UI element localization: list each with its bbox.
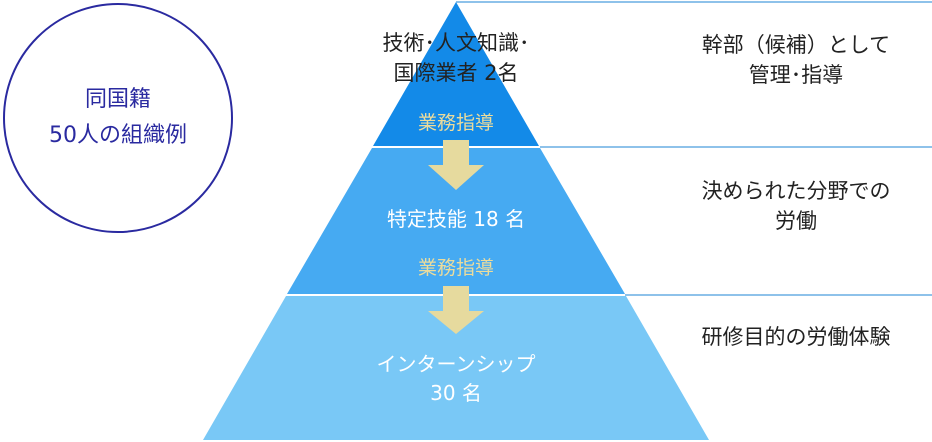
tier3-label: インターンシップ 30 名: [316, 350, 596, 408]
tier2-description: 決められた分野での 労働: [660, 176, 932, 236]
tier1-description: 幹部（候補）として 管理･指導: [660, 30, 932, 90]
circle-label: 同国籍 50人の組織例: [18, 82, 218, 154]
tier1-arrow-label: 業務指導: [417, 112, 494, 134]
tier1-label: 技術･人文知識･ 国際業者 2名: [336, 28, 576, 88]
tier-top: [373, 2, 539, 146]
circle-line1: 同国籍: [84, 87, 151, 112]
tier1-desc-line2: 管理･指導: [748, 63, 844, 87]
circle-line2: 50人の組織例: [49, 123, 187, 148]
arrow-down-icon: [428, 140, 484, 190]
tier2-arrow-label: 業務指導: [417, 257, 494, 279]
tier2-label: 特定技能 18 名: [386, 207, 526, 231]
tier2-desc-line2: 労働: [775, 209, 817, 233]
tier2-desc-line1: 決められた分野での: [701, 179, 891, 203]
tier-bottom: [203, 296, 709, 440]
arrow-down-icon: [428, 286, 484, 334]
tier1-desc-line1: 幹部（候補）として: [701, 33, 891, 57]
tier1-line2: 国際業者 2名: [393, 61, 519, 85]
tier-middle: [287, 148, 625, 294]
tier3-line1: インターンシップ: [376, 352, 536, 376]
tier3-description: 研修目的の労働体験: [660, 322, 932, 352]
tier3-desc-line1: 研修目的の労働体験: [701, 325, 891, 349]
tier3-line2: 30 名: [430, 381, 482, 405]
summary-circle: [3, 3, 233, 233]
tier1-line1: 技術･人文知識･: [382, 31, 530, 55]
